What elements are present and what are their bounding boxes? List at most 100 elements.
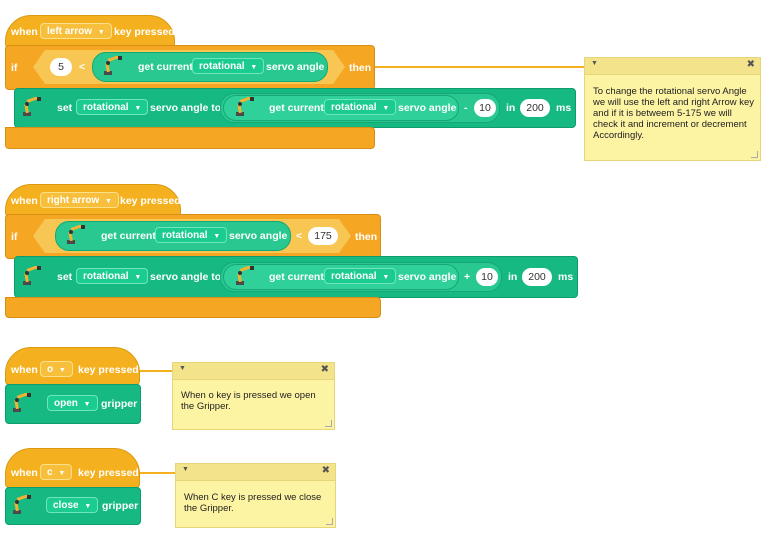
set-label: set: [57, 102, 73, 114]
chevron-down-icon: ▼: [105, 198, 112, 205]
comment-connector: [375, 66, 585, 68]
servo-value: rotational: [162, 230, 208, 241]
comment-text: When o key is pressed we open the Grippe…: [181, 390, 316, 412]
get-current-label: get current: [138, 61, 193, 73]
if-block-footer: [5, 127, 375, 149]
key-dropdown-c[interactable]: c ▼: [40, 464, 73, 480]
gripper-label: gripper: [101, 398, 138, 410]
gripper-action-value: close: [53, 500, 79, 511]
key-value: c: [47, 467, 53, 478]
close-icon[interactable]: ✖: [746, 59, 755, 70]
key-pressed-label: key pressed: [114, 26, 175, 38]
if-label: if: [11, 231, 18, 243]
resize-grip-icon[interactable]: [326, 518, 333, 525]
comment-header[interactable]: ▼ ✖: [173, 363, 334, 380]
close-icon[interactable]: ✖: [320, 364, 329, 375]
get-current-label: get current: [101, 230, 156, 242]
servo-angle-to-label: servo angle to: [150, 271, 222, 283]
comment-text: To change the rotational servo Angle we …: [593, 86, 755, 141]
resize-grip-icon[interactable]: [325, 420, 332, 427]
key-dropdown-right[interactable]: right arrow ▼: [40, 192, 119, 208]
chevron-down-icon: ▼: [213, 233, 221, 240]
set-servo-dropdown[interactable]: rotational ▼: [76, 268, 149, 284]
when-key-pressed-hat-c[interactable]: [5, 448, 140, 488]
key-value: left arrow: [47, 26, 93, 37]
chevron-down-icon: ▼: [83, 401, 91, 408]
when-label: when: [11, 364, 38, 376]
robot-arm-icon: [104, 56, 122, 75]
delta-number[interactable]: 10: [476, 268, 498, 286]
servo-dropdown[interactable]: rotational ▼: [192, 58, 265, 74]
gripper-label: gripper: [102, 500, 139, 512]
condition-right-number[interactable]: 175: [308, 227, 338, 245]
less-than-operator: <: [296, 230, 303, 242]
chevron-down-icon: ▼: [382, 105, 390, 112]
key-dropdown-left[interactable]: left arrow ▼: [40, 23, 112, 39]
less-than-operator: <: [79, 61, 86, 73]
gripper-action-dropdown[interactable]: open ▼: [47, 395, 98, 411]
ms-label: ms: [556, 102, 572, 114]
then-label: then: [349, 62, 372, 74]
when-key-pressed-hat-o[interactable]: [5, 347, 140, 385]
plus-operator: +: [464, 271, 471, 283]
servo-value: rotational: [199, 61, 245, 72]
comment-header[interactable]: ▼ ✖: [585, 58, 760, 75]
robot-arm-icon: [67, 225, 85, 244]
servo-angle-to-label: servo angle to: [150, 102, 222, 114]
servo-angle-label: servo angle: [229, 230, 288, 242]
chevron-down-icon: ▼: [382, 274, 390, 281]
op-servo-value: rotational: [331, 271, 377, 282]
condition-left-number[interactable]: 5: [50, 58, 72, 76]
servo-angle-label: servo angle: [266, 61, 325, 73]
key-dropdown-o[interactable]: o ▼: [40, 361, 73, 377]
if-block-footer: [5, 297, 381, 318]
collapse-icon[interactable]: ▼: [179, 365, 186, 372]
servo-angle-label: servo angle: [398, 102, 457, 114]
key-pressed-label: key pressed: [78, 364, 139, 376]
robot-arm-icon: [23, 97, 41, 116]
set-servo-dropdown[interactable]: rotational ▼: [76, 99, 149, 115]
get-current-label: get current: [269, 271, 324, 283]
comment-header[interactable]: ▼ ✖: [176, 464, 335, 481]
robot-arm-icon: [236, 266, 254, 285]
minus-operator: -: [464, 102, 468, 114]
set-servo-value: rotational: [83, 271, 129, 282]
key-pressed-label: key pressed: [120, 195, 181, 207]
delta-number[interactable]: 10: [474, 99, 496, 117]
key-value: right arrow: [47, 195, 100, 206]
chevron-down-icon: ▼: [250, 64, 258, 71]
robot-arm-icon: [13, 393, 31, 412]
when-label: when: [11, 467, 38, 479]
get-current-label: get current: [269, 102, 324, 114]
chevron-down-icon: ▼: [58, 367, 66, 374]
robot-arm-icon: [23, 266, 41, 285]
collapse-icon[interactable]: ▼: [182, 466, 189, 473]
key-value: o: [47, 364, 54, 375]
op-servo-dropdown[interactable]: rotational ▼: [324, 99, 397, 115]
duration-number[interactable]: 200: [522, 268, 552, 286]
comment-note-close[interactable]: ▼ ✖ When C key is pressed we close the G…: [175, 463, 336, 528]
comment-connector: [140, 472, 176, 474]
gripper-action-dropdown[interactable]: close ▼: [46, 497, 99, 513]
ms-label: ms: [558, 271, 574, 283]
comment-note-arrows[interactable]: ▼ ✖ To change the rotational servo Angle…: [584, 57, 761, 161]
key-pressed-label: key pressed: [78, 467, 139, 479]
robot-arm-icon: [236, 97, 254, 116]
then-label: then: [355, 231, 378, 243]
gripper-action-value: open: [54, 398, 78, 409]
chevron-down-icon: ▼: [58, 470, 66, 477]
close-icon[interactable]: ✖: [321, 465, 330, 476]
resize-grip-icon[interactable]: [751, 151, 758, 158]
duration-number[interactable]: 200: [520, 99, 550, 117]
in-label: in: [506, 102, 516, 114]
chevron-down-icon: ▼: [84, 503, 92, 510]
when-label: when: [11, 195, 38, 207]
robot-arm-icon: [13, 495, 31, 514]
if-label: if: [11, 62, 18, 74]
collapse-icon[interactable]: ▼: [591, 60, 598, 67]
comment-note-open[interactable]: ▼ ✖ When o key is pressed we open the Gr…: [172, 362, 335, 430]
set-servo-value: rotational: [83, 102, 129, 113]
chevron-down-icon: ▼: [134, 105, 142, 112]
op-servo-dropdown[interactable]: rotational ▼: [324, 268, 397, 284]
servo-dropdown[interactable]: rotational ▼: [155, 227, 228, 243]
